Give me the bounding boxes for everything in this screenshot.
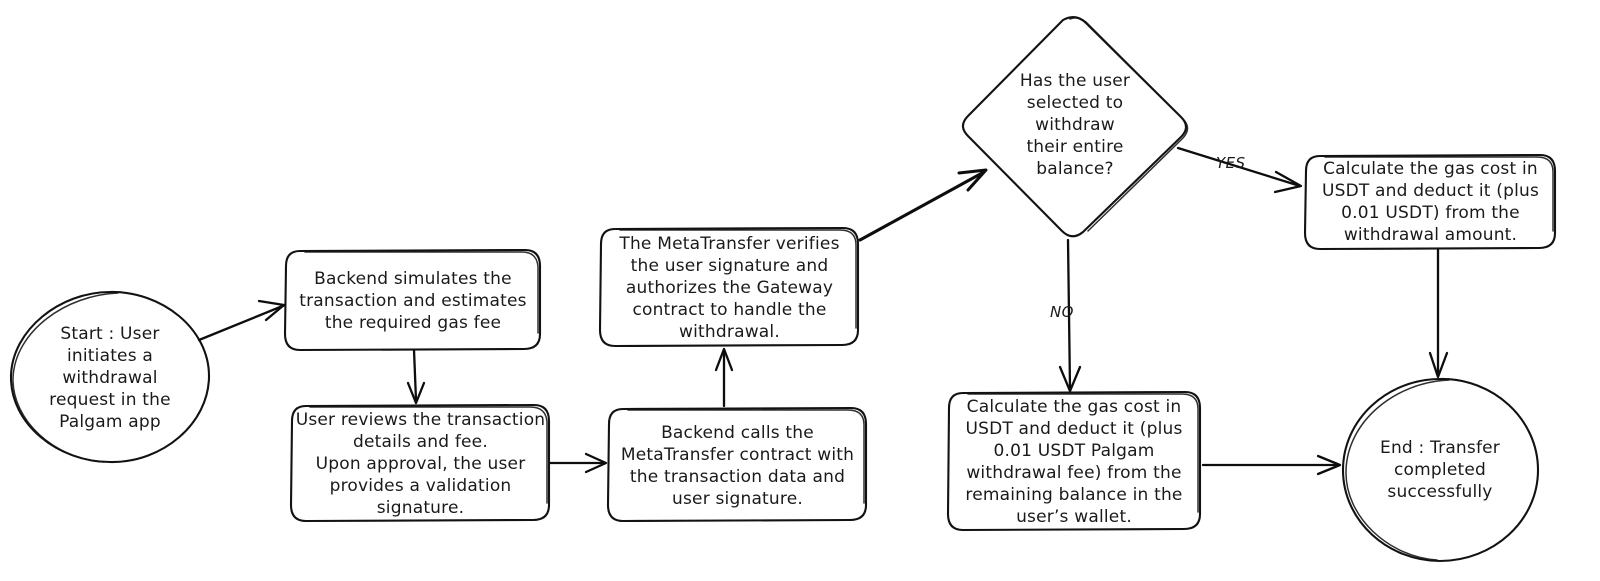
edge-partial-to-end	[1201, 454, 1342, 476]
node-decision-shape[interactable]	[961, 16, 1189, 238]
node-calc-full-shape[interactable]	[1303, 153, 1557, 251]
node-decision-entire-balance[interactable]: Has the user selected to withdraw their …	[990, 62, 1160, 187]
node-user-reviews[interactable]: User reviews the transaction details and…	[293, 409, 548, 519]
edge-decision-to-partial	[1058, 238, 1082, 393]
node-calc-partial-shape[interactable]	[946, 390, 1202, 532]
node-backend-simulates-text: Backend simulates the transaction and es…	[299, 268, 527, 333]
edge-calls-to-verifies	[714, 347, 734, 408]
node-backend-calls-text: Backend calls the MetaTransfer contract …	[620, 422, 855, 509]
edge-backend-to-review	[406, 348, 426, 405]
node-backend-simulates-shape[interactable]	[283, 248, 542, 352]
node-backend-calls-shape[interactable]	[606, 406, 868, 523]
node-metatransfer-verifies-text: The MetaTransfer verifies the user signa…	[619, 234, 840, 342]
node-start-text: Start : User initiates a withdrawal requ…	[49, 323, 171, 432]
node-calc-partial-withdrawal[interactable]: Calculate the gas cost in USDT and deduc…	[951, 396, 1197, 528]
node-user-reviews-text: User reviews the transaction details and…	[295, 410, 546, 518]
edge-review-to-calls	[548, 452, 608, 474]
edge-verifies-to-decision	[858, 168, 988, 242]
edge-decision-to-full	[1176, 146, 1303, 194]
node-end-shape[interactable]	[1341, 377, 1540, 563]
node-user-reviews-shape[interactable]	[289, 403, 551, 523]
node-decision-text: Has the user selected to withdraw their …	[1019, 70, 1131, 179]
node-calc-partial-text: Calculate the gas cost in USDT and deduc…	[965, 397, 1183, 527]
edge-label-yes: YES	[1216, 154, 1246, 172]
node-end[interactable]: End : Transfer completed successfully	[1350, 405, 1530, 535]
node-start-shape[interactable]	[9, 290, 211, 464]
node-calc-full-withdrawal[interactable]: Calculate the gas cost in USDT and deduc…	[1308, 158, 1553, 246]
node-end-text: End : Transfer completed successfully	[1380, 438, 1500, 502]
node-metatransfer-verifies[interactable]: The MetaTransfer verifies the user signa…	[602, 232, 857, 344]
edge-full-to-end	[1428, 248, 1449, 379]
node-metatransfer-verifies-shape[interactable]	[598, 226, 860, 348]
edge-start-to-backend	[197, 299, 287, 342]
edge-label-no: NO	[1050, 303, 1074, 321]
node-backend-simulates[interactable]: Backend simulates the transaction and es…	[288, 258, 538, 343]
node-backend-calls[interactable]: Backend calls the MetaTransfer contract …	[610, 413, 865, 518]
node-calc-full-text: Calculate the gas cost in USDT and deduc…	[1321, 159, 1540, 245]
node-start[interactable]: Start : User initiates a withdrawal requ…	[20, 310, 200, 445]
